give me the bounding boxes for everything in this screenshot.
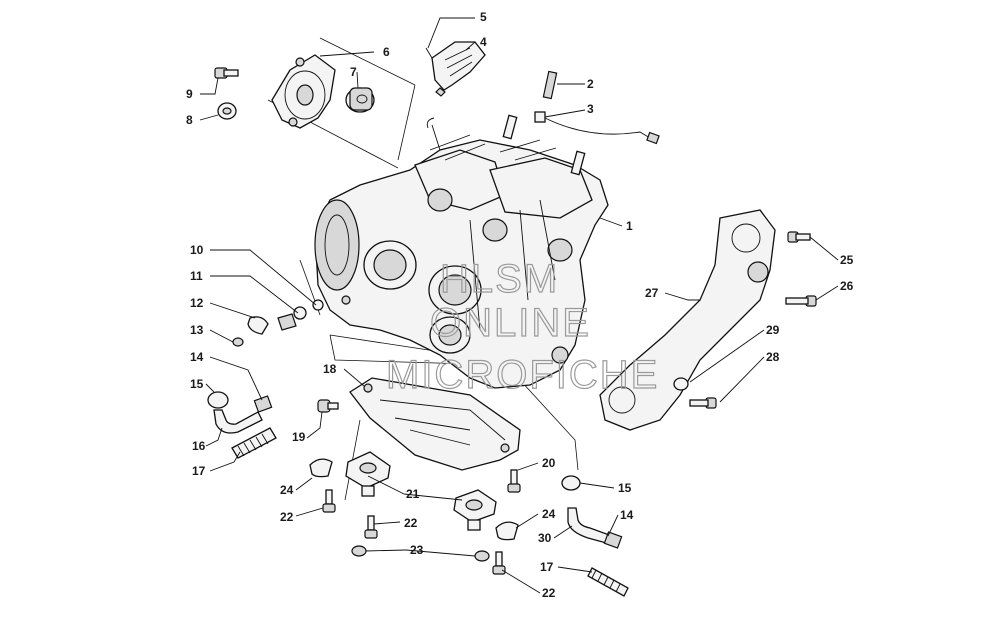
callout-24-left: 24 <box>280 483 294 497</box>
spring-part-17-right <box>587 567 629 597</box>
callout-27: 27 <box>645 286 659 300</box>
engine-assembly <box>314 114 609 389</box>
callout-22-mid: 22 <box>404 516 418 530</box>
callout-2: 2 <box>587 77 594 91</box>
callout-5: 5 <box>480 10 487 24</box>
mount-bracket-part-18 <box>349 377 521 471</box>
bolt-part-22-left <box>322 489 336 513</box>
leader-lines <box>199 17 839 594</box>
callout-14-right: 14 <box>620 508 634 522</box>
bolt-part-28 <box>689 397 717 409</box>
callout-1: 1 <box>626 219 633 233</box>
callout-28: 28 <box>766 350 780 364</box>
fitting-parts-10-13 <box>232 299 324 347</box>
washer-part-8 <box>217 102 237 120</box>
watermark: HLSM ONLINE MICROFICHE <box>385 256 659 397</box>
callout-9: 9 <box>186 87 193 101</box>
callout-30: 30 <box>538 531 552 545</box>
bolt-part-26 <box>785 295 817 307</box>
clip-part-24-left <box>309 458 333 478</box>
clip-part-24-right <box>495 521 519 541</box>
rubber-mount-right <box>453 489 497 531</box>
callout-12: 12 <box>190 296 204 310</box>
watermark-line-1: HLSM <box>440 257 559 301</box>
pulley-part-7 <box>345 87 375 113</box>
bolt-part-22-right <box>492 551 506 575</box>
callout-11: 11 <box>190 269 203 283</box>
watermark-line-2: ONLINE <box>430 301 591 345</box>
callout-14-left: 14 <box>190 350 204 364</box>
nut-part-23-right <box>474 550 490 562</box>
engine-mount-plate <box>599 209 776 431</box>
callout-22-right: 22 <box>542 586 556 600</box>
bolt-part-9 <box>214 67 239 79</box>
callout-4: 4 <box>480 35 487 49</box>
callout-8: 8 <box>186 113 193 127</box>
callout-15-left: 15 <box>190 377 204 391</box>
callout-22-left: 22 <box>280 510 294 524</box>
callout-18: 18 <box>323 362 337 376</box>
callout-6: 6 <box>383 45 390 59</box>
nut-part-23-left <box>351 545 367 557</box>
callout-23: 23 <box>410 543 424 557</box>
callout-19: 19 <box>292 430 306 444</box>
recoil-handle <box>425 41 486 97</box>
callout-15-right: 15 <box>618 481 632 495</box>
callout-17-right: 17 <box>540 560 554 574</box>
callout-numbers: 1 2 3 4 5 6 7 8 9 10 11 12 13 14 15 16 1… <box>186 10 854 600</box>
callout-21: 21 <box>406 487 420 501</box>
callout-16: 16 <box>192 439 206 453</box>
washer-part-29 <box>673 377 689 391</box>
callout-10: 10 <box>190 243 204 257</box>
callout-7: 7 <box>350 65 357 79</box>
callout-26: 26 <box>840 279 854 293</box>
bolt-part-25 <box>787 231 811 243</box>
callout-3: 3 <box>587 102 594 116</box>
recoil-housing <box>271 54 336 129</box>
callout-25: 25 <box>840 253 854 267</box>
spring-part-17-left <box>231 427 277 459</box>
callout-29: 29 <box>766 323 780 337</box>
sensor-cable <box>534 70 660 145</box>
callout-17-left: 17 <box>192 464 206 478</box>
fitting-assembly-right <box>561 475 623 549</box>
bolt-part-20 <box>507 469 521 493</box>
callout-24-right: 24 <box>542 507 556 521</box>
bolt-part-19 <box>317 399 339 413</box>
fitting-assembly-left <box>207 391 273 434</box>
bolt-part-22-mid <box>364 515 378 539</box>
callout-13: 13 <box>190 323 204 337</box>
watermark-line-3: MICROFICHE <box>386 353 659 397</box>
callout-20: 20 <box>542 456 556 470</box>
rubber-mount-left <box>345 451 391 497</box>
